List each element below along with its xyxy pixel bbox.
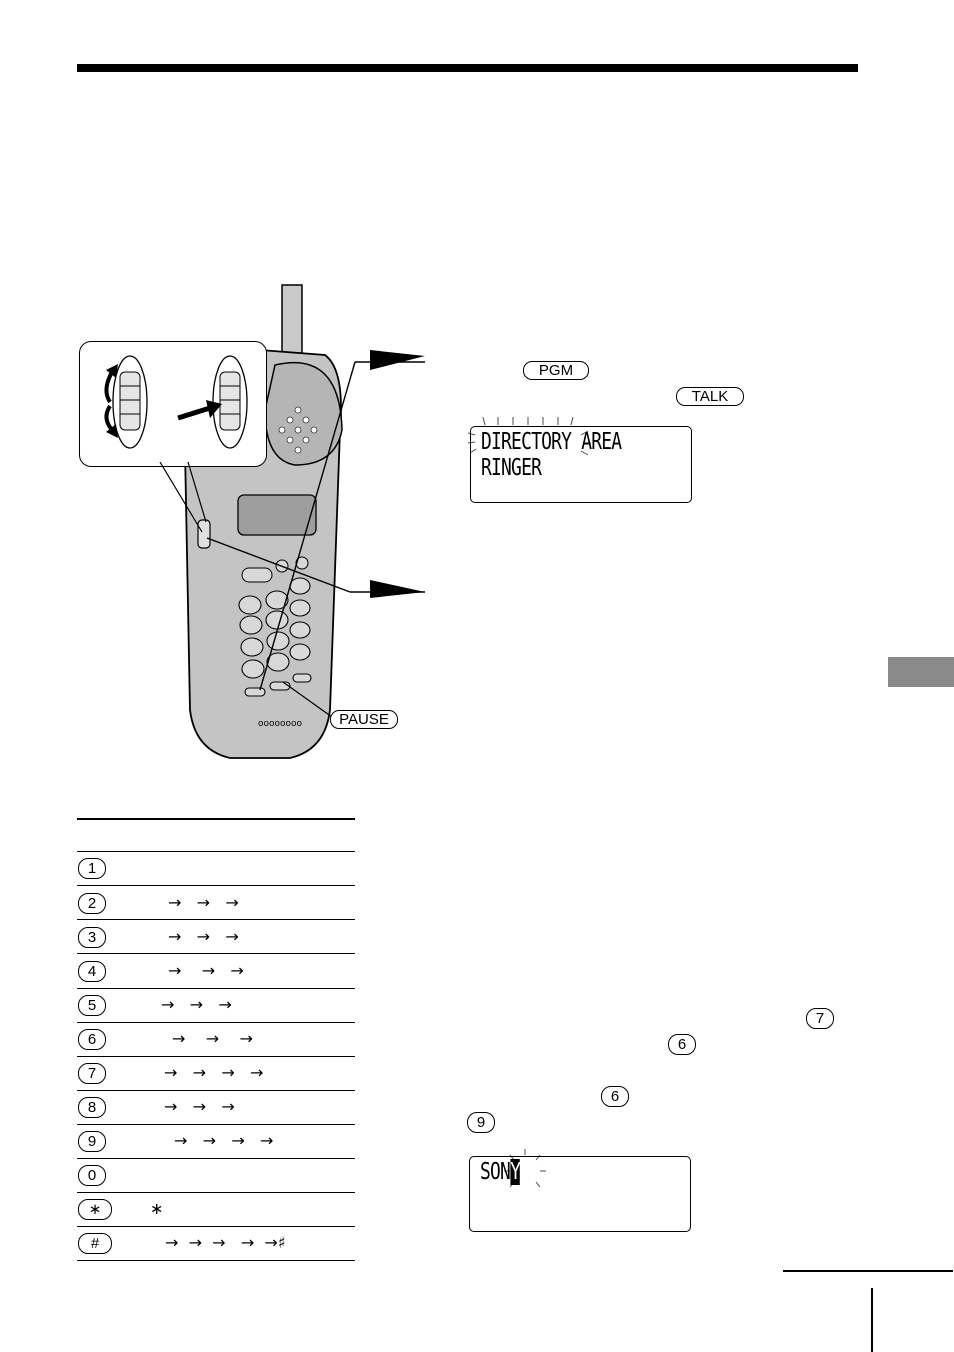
table-row-key: 8 bbox=[78, 1097, 106, 1118]
lcd-line-1: DIRECTORY AREA bbox=[481, 429, 622, 455]
section-tab bbox=[888, 657, 954, 687]
table-row-arrows: → → → bbox=[168, 893, 239, 912]
key-9: 9 bbox=[467, 1112, 495, 1133]
footer-divider bbox=[871, 1288, 873, 1352]
cursor-flash-icon bbox=[504, 1149, 546, 1188]
table-row-arrows: → → → → bbox=[174, 1131, 274, 1150]
jog-dial-icon bbox=[104, 355, 248, 449]
table-row-arrows: → → → bbox=[164, 1097, 235, 1116]
table-row-key: ∗ bbox=[78, 1199, 112, 1220]
table-row-arrows: → → → → bbox=[164, 1063, 264, 1082]
table-row-key: 2 bbox=[78, 893, 106, 914]
lcd-display-name: SONY bbox=[469, 1149, 691, 1232]
table-row-key: # bbox=[78, 1233, 112, 1254]
table-row-arrows: → → → bbox=[168, 927, 239, 946]
pause-key: PAUSE bbox=[330, 710, 398, 729]
lcd-cursor: Y bbox=[510, 1159, 521, 1185]
lcd-display-menu: DIRECTORY AREA RINGER bbox=[467, 417, 692, 503]
top-rule bbox=[77, 64, 858, 72]
pgm-key: PGM bbox=[523, 361, 589, 380]
table-row-arrows: → → → bbox=[172, 1029, 253, 1048]
key-7: 7 bbox=[806, 1008, 834, 1029]
inset-pointer bbox=[159, 462, 207, 533]
lcd-name-line: SONY bbox=[480, 1159, 521, 1185]
table-row-arrows: → → → → →♯ bbox=[165, 1233, 286, 1252]
table-row-arrows: ∗ bbox=[150, 1199, 164, 1218]
talk-key: TALK bbox=[676, 387, 744, 406]
key-6-second: 6 bbox=[601, 1086, 629, 1107]
table-row-key: 4 bbox=[78, 961, 106, 982]
table-row-key: 3 bbox=[78, 927, 106, 948]
table-row-key: 7 bbox=[78, 1063, 106, 1084]
table-row-arrows: → → → bbox=[161, 995, 232, 1014]
table-row-key: 9 bbox=[78, 1131, 106, 1152]
footer-rule bbox=[783, 1270, 953, 1272]
table-row-key: 1 bbox=[78, 858, 106, 879]
lcd-line-2: RINGER bbox=[481, 455, 542, 481]
key-6: 6 bbox=[668, 1034, 696, 1055]
svg-text:oooooooo: oooooooo bbox=[258, 719, 303, 729]
table-row-key: 6 bbox=[78, 1029, 106, 1050]
table-header-rule bbox=[77, 818, 355, 820]
flash-rays-icon bbox=[467, 417, 591, 456]
jog-dial-inset bbox=[79, 341, 267, 467]
table-row-key: 5 bbox=[78, 995, 106, 1016]
table-row-arrows: → → → bbox=[168, 961, 244, 980]
lcd-name-text: SON bbox=[480, 1159, 511, 1185]
table-row-key: 0 bbox=[78, 1165, 106, 1186]
